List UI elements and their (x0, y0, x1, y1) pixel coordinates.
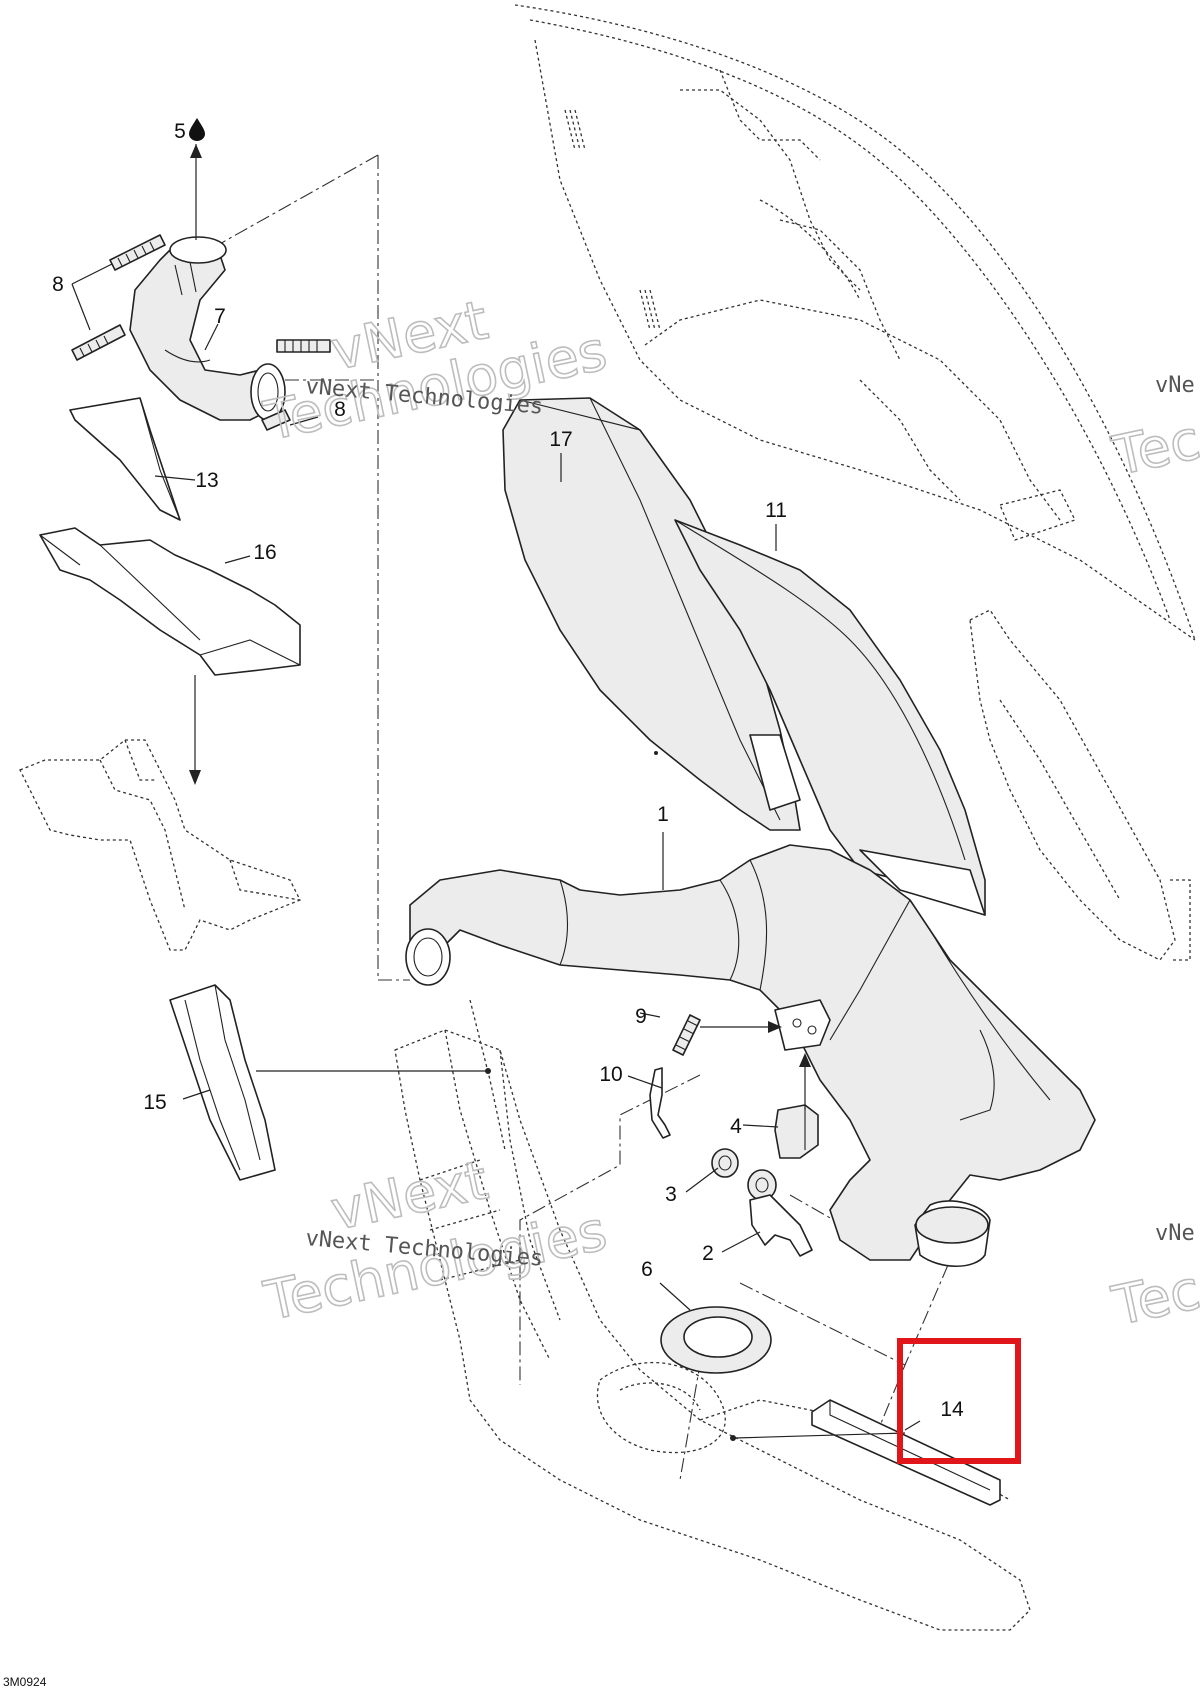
rubber-mount-part-3 (711, 1148, 777, 1201)
callout-4: 4 (730, 1115, 742, 1138)
callout-15: 15 (143, 1091, 166, 1114)
callout-9: 9 (635, 1005, 647, 1028)
drop-icon (189, 118, 205, 141)
left-chassis-bracket (19, 739, 301, 951)
callout-3: 3 (665, 1183, 677, 1206)
callout-7: 7 (214, 305, 226, 328)
muffler-part-1 (405, 844, 1096, 1267)
callout-10: 10 (599, 1063, 622, 1086)
callout-14: 14 (940, 1398, 964, 1421)
highlight-box (897, 1338, 1021, 1464)
callout-6: 6 (641, 1258, 653, 1281)
watermark-edge-top-2: Tec (1107, 408, 1200, 488)
seal-part-6 (660, 1306, 772, 1374)
callout-8-lower: 8 (334, 398, 346, 421)
heat-shield-part-16 (39, 527, 301, 676)
callout-2: 2 (702, 1242, 714, 1265)
watermark-edge-top-1: vNe (1155, 373, 1195, 398)
callout-13: 13 (195, 469, 218, 492)
leader-lines (71, 118, 921, 1441)
spring-part-8 (71, 234, 331, 431)
belly-pan (394, 999, 1031, 1631)
callout-5: 5 (174, 120, 186, 143)
watermark: vNext Technologies vNext Technologies vN… (258, 287, 1200, 1338)
callout-labels: 1 2 3 4 5 6 7 8 8 9 10 11 13 14 15 16 17 (52, 120, 964, 1421)
callout-8-upper: 8 (52, 273, 64, 296)
strip-part-14 (811, 1399, 1001, 1506)
callout-1: 1 (657, 803, 669, 826)
rail-part-15 (169, 984, 276, 1181)
strap-part-10 (649, 1067, 671, 1139)
watermark-edge-bottom-1: vNe (1155, 1221, 1195, 1246)
hood-panel (514, 4, 1196, 641)
spring-part-9 (672, 1014, 701, 1056)
side-panel (969, 609, 1191, 961)
grommet-part-4 (774, 1104, 819, 1159)
reference-code: 3M0924 (3, 1675, 47, 1689)
exhaust-pipe-part-7 (129, 236, 286, 421)
watermark-edge-bottom-2: Tec (1107, 1258, 1200, 1338)
callout-17: 17 (549, 428, 572, 451)
heat-shield-part-17 (502, 397, 801, 831)
callout-16: 16 (253, 541, 276, 564)
bracket-part-2 (749, 1194, 813, 1257)
heat-shield-part-13 (69, 397, 181, 521)
callout-11: 11 (765, 499, 787, 522)
heat-shield-part-11 (674, 519, 986, 916)
